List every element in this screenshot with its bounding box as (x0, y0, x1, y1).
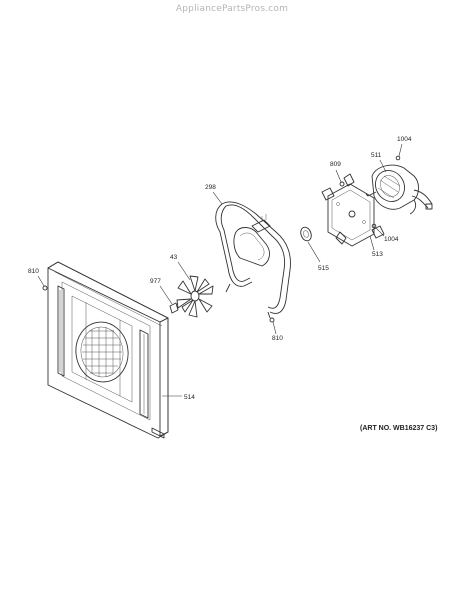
callout-977: 977 (150, 278, 161, 285)
nut-977 (159, 285, 179, 314)
callout-1004-top: 1004 (397, 136, 412, 143)
callout-43: 43 (170, 254, 178, 261)
gasket-515 (300, 226, 321, 263)
motor-mount-bracket-drawing (321, 173, 385, 247)
screw-1004-top (395, 143, 403, 161)
watermark-text: AppliancePartsPros.com (175, 4, 289, 14)
callout-810-lower: 810 (272, 335, 283, 342)
convection-cover-drawing (47, 261, 169, 439)
art-number: (ART NO. WB16237 C3) (360, 425, 438, 432)
screw-1004-lower (371, 223, 385, 237)
screw-810-left (37, 275, 48, 291)
callout-810-left: 810 (28, 268, 39, 275)
screw-810-lower (269, 317, 277, 335)
convection-element-drawing (215, 201, 291, 319)
callout-514: 514 (184, 394, 195, 401)
callout-809: 809 (330, 161, 341, 168)
callout-515: 515 (318, 265, 329, 272)
callout-513: 513 (372, 251, 383, 258)
callout-298: 298 (205, 184, 216, 191)
fan-blade-drawing (176, 275, 214, 318)
screw-809 (335, 169, 345, 187)
callout-511: 511 (371, 152, 382, 159)
convection-motor-drawing (365, 164, 433, 215)
callout-1004-lower: 1004 (384, 236, 399, 243)
